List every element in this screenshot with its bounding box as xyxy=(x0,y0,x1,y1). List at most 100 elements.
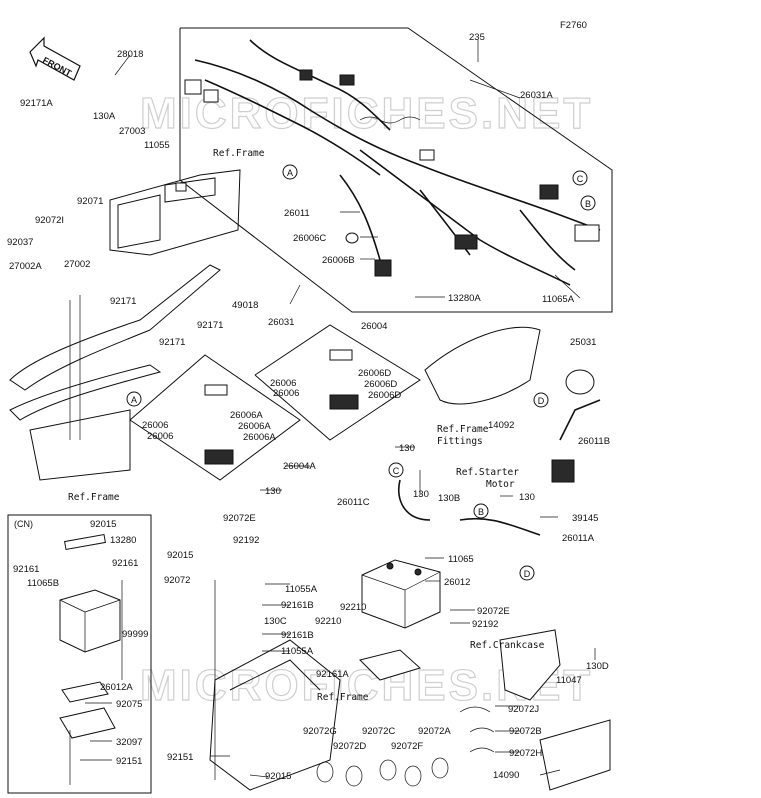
svg-text:A: A xyxy=(131,395,137,405)
part-26011: 26011 xyxy=(284,208,310,219)
part-11055: 11055 xyxy=(144,140,170,151)
part-26006a-2: 26006A xyxy=(238,421,271,432)
part-14090: 14090 xyxy=(493,770,519,781)
cover-14090 xyxy=(539,719,611,791)
main-harness xyxy=(184,39,601,286)
ref-starter-motor-1: Ref.Starter xyxy=(456,467,519,478)
callout-c-2: C xyxy=(388,462,404,478)
cn-label: (CN) xyxy=(14,519,33,529)
starter-relay xyxy=(551,459,575,483)
part-92151-1: 92151 xyxy=(167,752,193,763)
part-27003: 27003 xyxy=(119,126,145,137)
inset-part-99999: 99999 xyxy=(122,629,148,640)
inset-part-11065b: 11065B xyxy=(27,578,59,589)
part-92072j: 92072J xyxy=(508,704,539,715)
part-13280a: 13280A xyxy=(448,293,481,304)
part-92210-1: 92210 xyxy=(340,602,366,613)
inset-part-92161-1: 92161 xyxy=(13,564,39,575)
part-28018: 28018 xyxy=(117,49,143,60)
part-92072h: 92072H xyxy=(509,748,542,759)
ref-frame-bottom: Ref.Frame xyxy=(317,692,369,703)
fuse-box-26004 xyxy=(329,394,359,410)
part-49018: 49018 xyxy=(232,300,258,311)
part-26006c: 26006C xyxy=(293,233,326,244)
callout-d-2: D xyxy=(519,565,535,581)
inset-part-26012a: 26012A xyxy=(100,682,133,693)
frame-sketch-lower xyxy=(9,264,221,481)
ref-frame-fittings-1: Ref.Frame xyxy=(437,424,489,435)
part-130-b: 130 xyxy=(265,486,281,497)
ref-crankcase: Ref.Crankcase xyxy=(470,640,545,651)
part-92171-b: 92171 xyxy=(197,320,223,331)
cap-25031 xyxy=(565,369,595,395)
part-92171-c: 92171 xyxy=(159,337,185,348)
part-26031: 26031 xyxy=(268,317,294,328)
part-27002a: 27002A xyxy=(9,261,42,272)
part-92072g: 92072G xyxy=(303,726,337,737)
part-26006-1: 26006 xyxy=(270,378,296,389)
part-92015-1: 92015 xyxy=(167,550,193,561)
part-26006a-3: 26006A xyxy=(243,432,276,443)
part-130d: 130D xyxy=(586,661,609,672)
svg-text:A: A xyxy=(287,168,293,178)
part-26004: 26004 xyxy=(361,321,387,332)
part-92015-2: 92015 xyxy=(265,771,291,782)
part-92192-1: 92192 xyxy=(233,535,259,546)
fuse-box-26004a xyxy=(204,449,234,465)
part-92072e-2: 92072E xyxy=(477,606,510,617)
inset-part-92015: 92015 xyxy=(90,519,116,530)
part-92072d: 92072D xyxy=(333,741,366,752)
part-27002: 27002 xyxy=(64,259,90,270)
ref-frame-top: Ref.Frame xyxy=(213,148,265,159)
ref-frame-fittings-2: Fittings xyxy=(437,436,483,447)
inset-part-92161-2: 92161 xyxy=(112,558,138,569)
cn-inset-frame xyxy=(7,514,152,794)
frame-fittings-cover xyxy=(424,326,541,405)
harness-group-frame xyxy=(179,27,613,313)
part-92210-2: 92210 xyxy=(315,616,341,627)
part-92161a: 92161A xyxy=(316,669,349,680)
part-26006d-2: 26006D xyxy=(364,379,397,390)
callout-d-1: D xyxy=(533,392,549,408)
clamps xyxy=(316,706,495,787)
part-numbers: 28018 92171A 130A 27003 11055 92071 9207… xyxy=(7,32,610,782)
callout-b-2: B xyxy=(473,503,489,519)
ref-frame-left: Ref.Frame xyxy=(68,492,120,503)
svg-text:D: D xyxy=(538,396,545,406)
inset-part-92151: 92151 xyxy=(116,756,142,767)
svg-text:D: D xyxy=(524,569,531,579)
part-11055a-2: 11055A xyxy=(281,646,314,657)
pad-92161a xyxy=(359,649,421,681)
part-130a: 130A xyxy=(93,111,116,122)
part-26011a: 26011A xyxy=(562,533,595,544)
cn-battery xyxy=(59,589,121,653)
part-92071: 92071 xyxy=(77,196,103,207)
battery-26012 xyxy=(361,559,441,629)
part-26011b: 26011B xyxy=(578,436,610,447)
part-26031a: 26031A xyxy=(520,90,553,101)
part-26006b: 26006B xyxy=(322,255,355,266)
inset-part-32097: 32097 xyxy=(116,737,142,748)
part-11065a: 11065A xyxy=(542,294,575,305)
part-92161b-2: 92161B xyxy=(281,630,314,641)
part-26012: 26012 xyxy=(444,577,470,588)
part-92161b-1: 92161B xyxy=(281,600,314,611)
svg-text:B: B xyxy=(478,507,484,517)
part-26011c: 26011C xyxy=(337,497,370,508)
part-26006d-3: 26006D xyxy=(368,390,401,401)
part-14092: 14092 xyxy=(488,420,514,431)
part-11047: 11047 xyxy=(556,675,582,686)
part-26006-4: 26006 xyxy=(147,431,173,442)
leader-lines xyxy=(80,40,596,778)
part-26006-3: 26006 xyxy=(142,420,168,431)
part-92037: 92037 xyxy=(7,237,33,248)
part-130c: 130C xyxy=(264,616,287,627)
ref-starter-motor-2: Motor xyxy=(486,479,515,490)
part-92072c: 92072C xyxy=(362,726,395,737)
part-130-a: 130 xyxy=(399,443,415,454)
fusebox-frame-26004 xyxy=(254,324,421,441)
callout-b-1: B xyxy=(580,195,596,211)
inset-part-92075: 92075 xyxy=(116,699,142,710)
